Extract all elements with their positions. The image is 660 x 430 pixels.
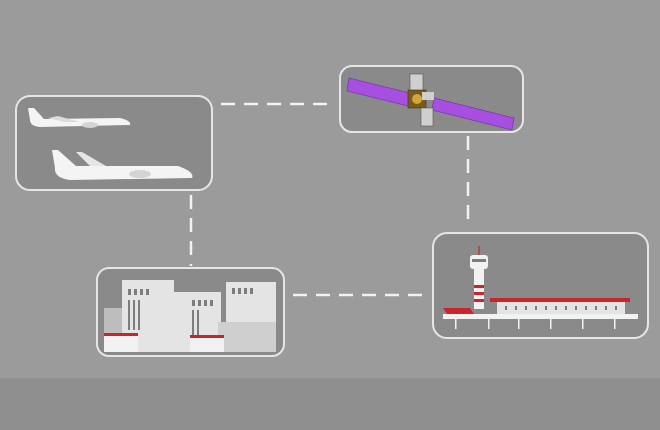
city-buildings-icon <box>104 280 276 352</box>
connectors <box>189 102 470 297</box>
satellite-panel[interactable] <box>339 65 524 133</box>
airport-panel[interactable] <box>432 232 649 339</box>
airport-control-tower-icon <box>443 246 638 329</box>
aircraft-panel[interactable] <box>15 95 213 191</box>
city-panel[interactable] <box>96 267 285 357</box>
satellite-icon <box>346 73 515 131</box>
aircraft-icon <box>28 108 193 180</box>
background-bottom-band <box>0 378 660 430</box>
